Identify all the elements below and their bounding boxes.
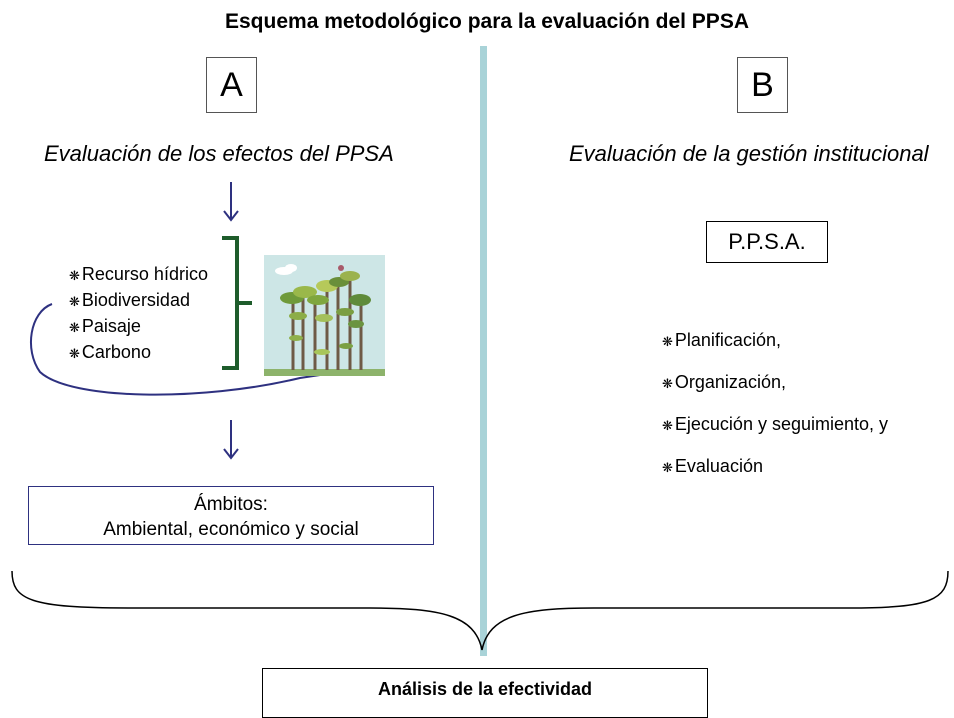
feedback-arrow-icon [29,303,360,396]
management-list-item: ❋Evaluación [662,456,763,476]
management-list: ❋Planificación, ❋Organización, ❋Ejecució… [662,320,888,488]
section-a-label: A [206,57,257,113]
bullet-star-icon: ❋ [662,334,673,349]
ambitos-text: Ambiental, económico y social [103,519,359,540]
bullet-star-icon: ❋ [69,268,80,283]
bullet-star-icon: ❋ [69,294,80,309]
effects-list-item: ❋Paisaje [69,316,141,336]
center-divider [480,46,487,656]
management-list-item: ❋Ejecución y seguimiento, y [662,414,889,434]
section-b-label: B [737,57,788,113]
bracket-icon [222,236,252,370]
brace-icon [11,570,949,651]
effects-list-item: ❋Carbono [69,342,151,362]
section-b-heading: Evaluación de la gestión institucional [569,141,929,166]
down-arrow-icon [223,420,239,460]
effects-list: ❋Recurso hídrico ❋Biodiversidad ❋Paisaje… [69,262,208,366]
forest-icon [264,255,385,376]
ppsa-box: P.P.S.A. [706,221,828,263]
ambitos-box: Ámbitos: Ambiental, económico y social [28,486,434,545]
bullet-star-icon: ❋ [69,346,80,361]
diagram-title: Esquema metodológico para la evaluación … [225,10,749,33]
management-list-item: ❋Planificación, [662,330,781,350]
management-list-item: ❋Organización, [662,372,786,392]
bullet-star-icon: ❋ [662,460,673,475]
bullet-star-icon: ❋ [69,320,80,335]
bullet-star-icon: ❋ [662,376,673,391]
ambitos-label: Ámbitos: [194,494,268,515]
bullet-star-icon: ❋ [662,418,673,433]
down-arrow-icon [223,182,239,222]
effects-list-item: ❋Biodiversidad [69,290,190,310]
effects-list-item: ❋Recurso hídrico [69,264,208,284]
section-a-heading: Evaluación de los efectos del PPSA [44,141,394,166]
